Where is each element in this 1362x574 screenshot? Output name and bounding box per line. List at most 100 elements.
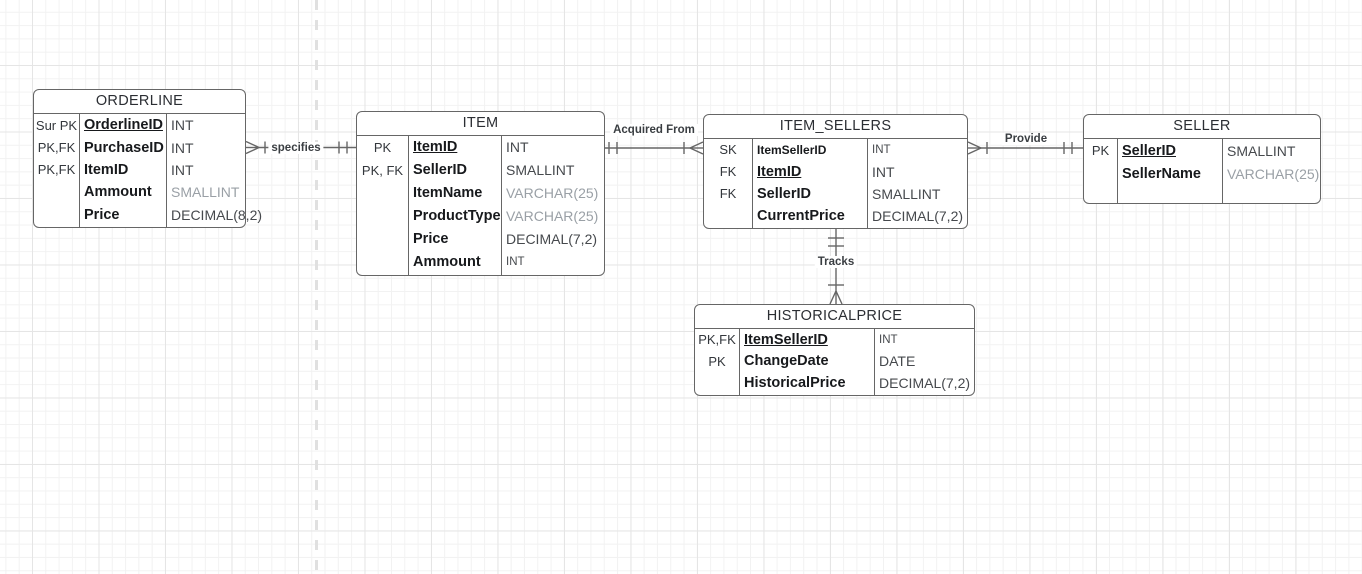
attribute-name-cell: Ammount bbox=[413, 254, 481, 271]
row-item_sellers-sellerid[interactable]: FK SellerID SMALLINT bbox=[704, 183, 967, 205]
type-column-divider bbox=[874, 328, 876, 395]
key-cell: PK,FK bbox=[37, 162, 76, 178]
row-historicalprice-historicalprice[interactable]: HistoricalPrice DECIMAL(7,2) bbox=[695, 372, 974, 394]
attribute-name-cell: SellerName bbox=[1122, 165, 1201, 182]
attribute-type-cell: INT bbox=[171, 139, 194, 156]
attribute-type-cell: INT bbox=[171, 117, 194, 134]
attribute-type-cell: VARCHAR(25) bbox=[506, 208, 599, 225]
attribute-name-cell: Ammount bbox=[84, 184, 152, 201]
row-historicalprice-itemsellerid[interactable]: PK,FK ItemSellerID INT bbox=[695, 329, 974, 351]
attribute-name-cell: ItemSellerID bbox=[744, 331, 828, 348]
row-orderline-purchaseid[interactable]: PK,FK PurchaseID INT bbox=[34, 136, 245, 158]
key-column-divider bbox=[408, 135, 410, 275]
row-orderline-orderlineid[interactable]: Sur PK OrderlineID INT bbox=[34, 114, 245, 136]
attribute-name-cell: ItemID bbox=[413, 139, 458, 156]
attribute-name-cell: ItemID bbox=[757, 163, 802, 180]
relationship-acquired_from[interactable] bbox=[605, 141, 704, 155]
edge-label-acquired_from[interactable]: Acquired From bbox=[610, 124, 698, 136]
key-column-divider bbox=[1117, 138, 1119, 203]
row-item-itemname[interactable]: ItemName VARCHAR(25) bbox=[357, 182, 604, 205]
edge-label-provide[interactable]: Provide bbox=[1001, 132, 1051, 145]
row-seller-sellerid[interactable]: PK SellerID SMALLINT bbox=[1084, 139, 1320, 162]
table-title-seller: SELLER bbox=[1084, 115, 1320, 139]
attribute-name-cell: SellerID bbox=[1122, 142, 1176, 159]
table-orderline[interactable]: ORDERLINE Sur PK OrderlineID INT PK,FK Purcha… bbox=[33, 89, 262, 228]
row-item-price[interactable]: Price DECIMAL(7,2) bbox=[357, 228, 604, 251]
edge-label-tracks[interactable]: Tracks bbox=[814, 256, 858, 268]
type-column-divider bbox=[166, 113, 168, 227]
row-item-producttype[interactable]: ProductType VARCHAR(25) bbox=[357, 205, 604, 228]
key-cell: PK bbox=[373, 139, 392, 155]
attribute-type-cell: DECIMAL(8,2) bbox=[171, 206, 263, 223]
key-cell: Sur PK bbox=[35, 117, 78, 133]
attribute-name-cell: ItemName bbox=[413, 185, 483, 202]
attribute-name-cell: ItemSellerID bbox=[757, 142, 827, 157]
attribute-type-cell: DECIMAL(7,2) bbox=[872, 207, 964, 224]
attribute-name-cell: SellerID bbox=[757, 185, 811, 202]
page-break-line bbox=[315, 0, 318, 574]
attribute-type-cell: INT bbox=[872, 143, 891, 156]
table-item_sellers[interactable]: ITEM_SELLERS SK ItemSellerID INT FK ItemID INT… bbox=[703, 114, 968, 229]
key-cell: FK bbox=[719, 186, 737, 202]
row-item_sellers-itemsellerid[interactable]: SK ItemSellerID INT bbox=[704, 139, 967, 161]
attribute-type-cell: INT bbox=[879, 333, 898, 346]
key-cell: FK bbox=[719, 164, 737, 180]
attribute-type-cell: INT bbox=[506, 139, 529, 156]
attribute-type-cell: SMALLINT bbox=[872, 185, 941, 202]
attribute-type-cell: INT bbox=[171, 161, 194, 178]
attribute-type-cell: VARCHAR(25) bbox=[506, 185, 599, 202]
type-column-divider bbox=[867, 138, 869, 228]
attribute-type-cell: INT bbox=[872, 163, 895, 180]
row-item-sellerid[interactable]: PK, FK SellerID SMALLINT bbox=[357, 159, 604, 182]
row-orderline-itemid[interactable]: PK,FK ItemID INT bbox=[34, 159, 245, 181]
row-historicalprice-changedate[interactable]: PK ChangeDate DATE bbox=[695, 351, 974, 373]
table-item[interactable]: ITEM PK ItemID INT PK, FK SellerID SMALLINT Ite… bbox=[356, 111, 605, 276]
table-title-item_sellers: ITEM_SELLERS bbox=[704, 115, 967, 139]
key-column-divider bbox=[752, 138, 754, 228]
key-cell: PK,FK bbox=[37, 140, 76, 156]
table-title-historicalprice: HISTORICALPRICE bbox=[695, 305, 974, 329]
attribute-name-cell: ItemID bbox=[84, 161, 129, 178]
type-column-divider bbox=[501, 135, 503, 275]
attribute-type-cell: SMALLINT bbox=[1227, 142, 1296, 159]
key-column-divider bbox=[739, 328, 741, 395]
attribute-type-cell: DATE bbox=[879, 353, 916, 370]
edge-label-specifies[interactable]: specifies bbox=[268, 141, 324, 154]
row-item-itemid[interactable]: PK ItemID INT bbox=[357, 136, 604, 159]
row-orderline-ammount[interactable]: Ammount SMALLINT bbox=[34, 181, 245, 203]
attribute-name-cell: HistoricalPrice bbox=[744, 374, 846, 391]
attribute-type-cell: SMALLINT bbox=[506, 162, 575, 179]
attribute-name-cell: ProductType bbox=[413, 208, 501, 225]
row-item-ammount[interactable]: Ammount INT bbox=[357, 251, 604, 274]
attribute-name-cell: ChangeDate bbox=[744, 353, 829, 370]
attribute-name-cell: CurrentPrice bbox=[757, 207, 845, 224]
row-seller-sellername[interactable]: SellerName VARCHAR(25) bbox=[1084, 162, 1320, 185]
attribute-name-cell: Price bbox=[413, 231, 449, 248]
table-title-item: ITEM bbox=[357, 112, 604, 136]
attribute-name-cell: OrderlineID bbox=[84, 117, 163, 134]
attribute-type-cell: SMALLINT bbox=[171, 184, 240, 201]
key-cell: PK bbox=[708, 353, 726, 369]
attribute-name-cell: Price bbox=[84, 206, 120, 223]
key-cell: PK, FK bbox=[361, 162, 404, 178]
key-cell: PK,FK bbox=[698, 332, 736, 348]
row-item_sellers-itemid[interactable]: FK ItemID INT bbox=[704, 161, 967, 183]
attribute-name-cell: PurchaseID bbox=[84, 139, 164, 156]
table-seller[interactable]: SELLER PK SellerID SMALLINT SellerName VARCHA… bbox=[1083, 114, 1321, 204]
table-historicalprice[interactable]: HISTORICALPRICE PK,FK ItemSellerID INT PK Cha… bbox=[694, 304, 975, 396]
attribute-type-cell: DECIMAL(7,2) bbox=[506, 231, 598, 248]
attribute-name-cell: SellerID bbox=[413, 162, 467, 179]
key-column-divider bbox=[79, 113, 81, 227]
table-title-orderline: ORDERLINE bbox=[34, 90, 245, 114]
relationship-provide[interactable] bbox=[967, 141, 1083, 155]
attribute-type-cell: INT bbox=[506, 256, 525, 269]
attribute-type-cell: DECIMAL(7,2) bbox=[879, 374, 971, 391]
row-item_sellers-currentprice[interactable]: CurrentPrice DECIMAL(7,2) bbox=[704, 205, 967, 227]
relationship-tracks[interactable] bbox=[828, 229, 844, 305]
key-cell: PK bbox=[1091, 143, 1110, 158]
attribute-type-cell: VARCHAR(25) bbox=[1227, 165, 1320, 182]
row-orderline-price[interactable]: Price DECIMAL(8,2) bbox=[34, 203, 262, 225]
key-cell: SK bbox=[719, 142, 737, 158]
